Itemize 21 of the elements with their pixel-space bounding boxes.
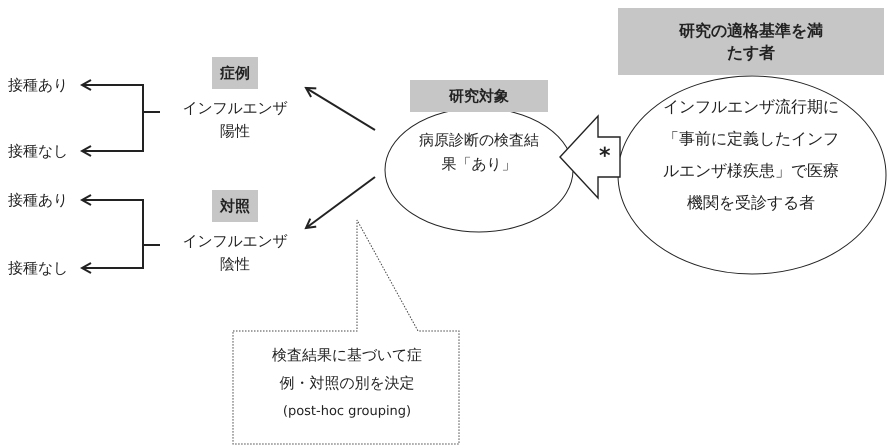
group-heading: 対照 xyxy=(212,190,258,222)
text-label: 接種なし xyxy=(8,257,78,279)
group-description: インフルエンザ陰性 xyxy=(182,231,288,275)
callout-note: (post-hoc grouping) xyxy=(282,402,412,420)
group-description: インフルエンザ陽性 xyxy=(182,98,288,142)
arrow xyxy=(81,111,160,157)
block-arrow xyxy=(559,114,621,200)
arrow xyxy=(305,87,376,131)
text-label: 接種なし xyxy=(8,140,78,162)
edge-label: * xyxy=(599,146,611,168)
ellipse-text: 病原診断の検査結果「あり」 xyxy=(418,130,540,176)
ellipse-heading: 研究の適格基準を満たす者 xyxy=(618,8,884,76)
ellipse xyxy=(383,80,575,233)
callout-text: 検査結果に基づいて症例・対照の別を決定 xyxy=(271,345,423,394)
group-heading: 症例 xyxy=(212,57,258,90)
arrow xyxy=(81,244,160,274)
text-label: 接種あり xyxy=(8,74,78,96)
text-label: 接種あり xyxy=(8,189,78,211)
arrow xyxy=(305,176,376,229)
ellipse-text: インフルエンザ流行期に「事前に定義したインフルエンザ様疾患」で医療機関を受診する者 xyxy=(662,96,840,214)
ellipse-heading: 研究対象 xyxy=(410,80,548,112)
